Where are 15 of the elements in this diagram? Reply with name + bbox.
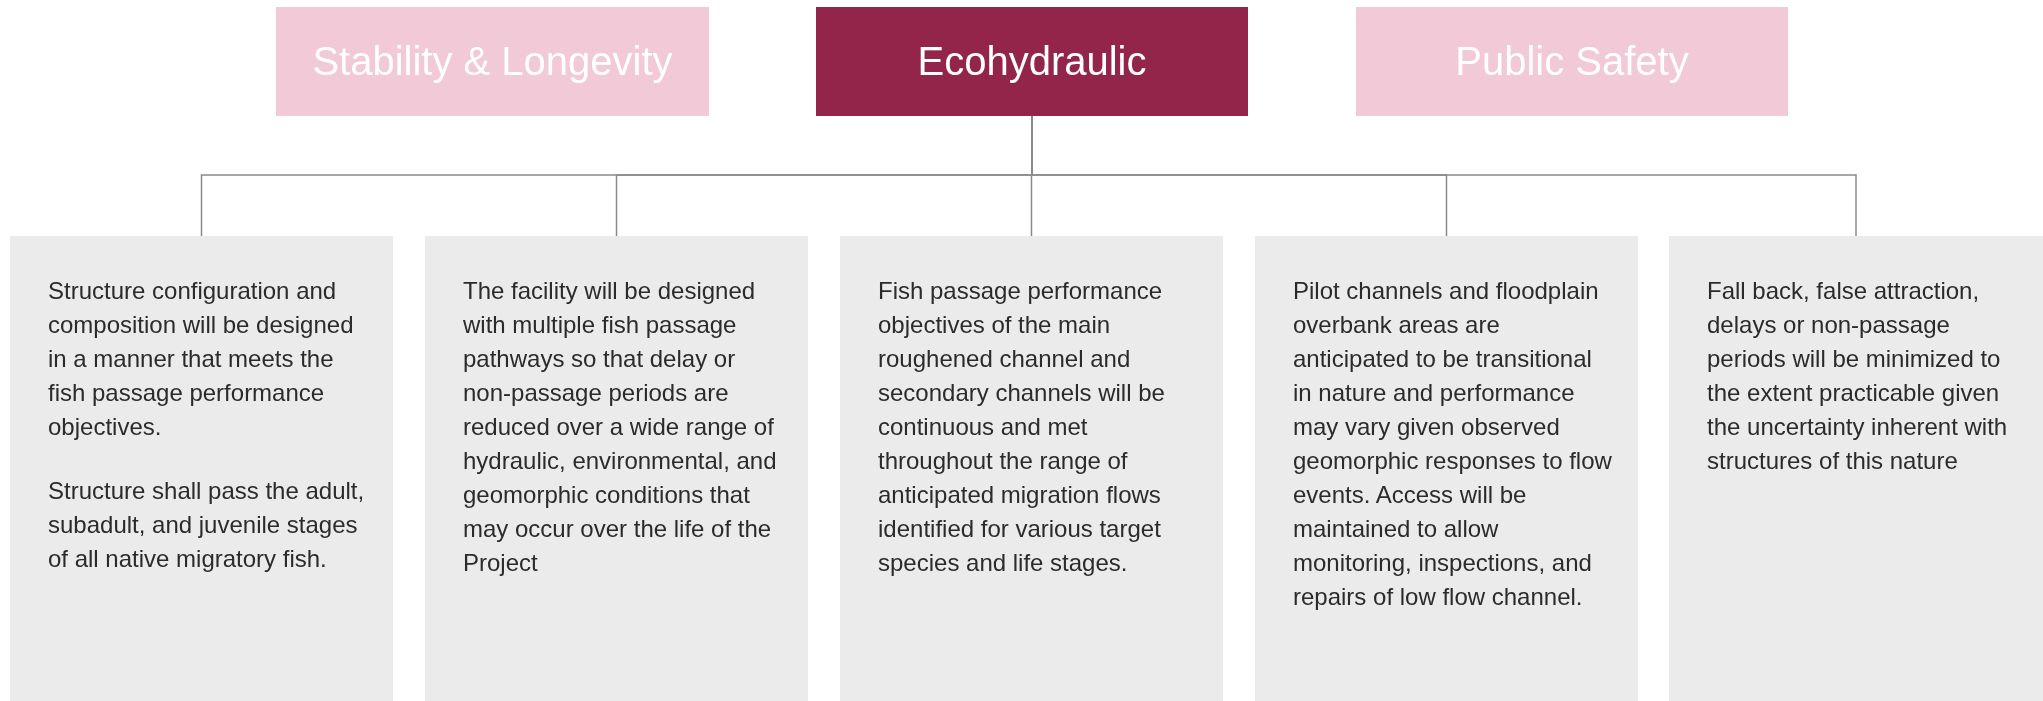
objective-text: Fish passage performance objectives of the main roughened channel and secondary channels will be continuous and met throughout the range of anticipated migration flows identified for various target species and life stages. — [878, 276, 1166, 578]
objective-card — [425, 236, 808, 701]
objective-card — [840, 236, 1223, 701]
category-box — [276, 7, 709, 116]
category-box — [816, 7, 1248, 116]
objective-text: Pilot channels and floodplain overbank areas are anticipated to be transitional in nature and performance may vary given observed geomorphic responses to flow events. Access will be maintained to allow monitoring, inspections, and repairs of low flow channel. — [1293, 276, 1613, 612]
objective-text: The facility will be designed with multiple fish passage pathways so that delay or non-passage periods are reduced over a wide range of hydraulic, environmental, and geomorphic conditions that may occur over the life of the Project — [463, 276, 778, 578]
category-title: Ecohydraulic — [917, 39, 1147, 84]
objective-card — [1255, 236, 1638, 701]
objective-card — [10, 236, 393, 701]
objective-text: Structure shall pass the adult, subadult, and juvenile stages of all native migratory fish. — [48, 476, 366, 574]
objective-text: Structure configuration and composition will be designed in a manner that meets the fish passage performance objectives. — [48, 276, 355, 442]
objective-card — [1669, 236, 2043, 701]
category-box — [1356, 7, 1788, 116]
objective-text: Fall back, false attraction, delays or non-passage periods will be minimized to the extent practicable given the uncertainty inherent with structures of this nature — [1707, 276, 2009, 476]
